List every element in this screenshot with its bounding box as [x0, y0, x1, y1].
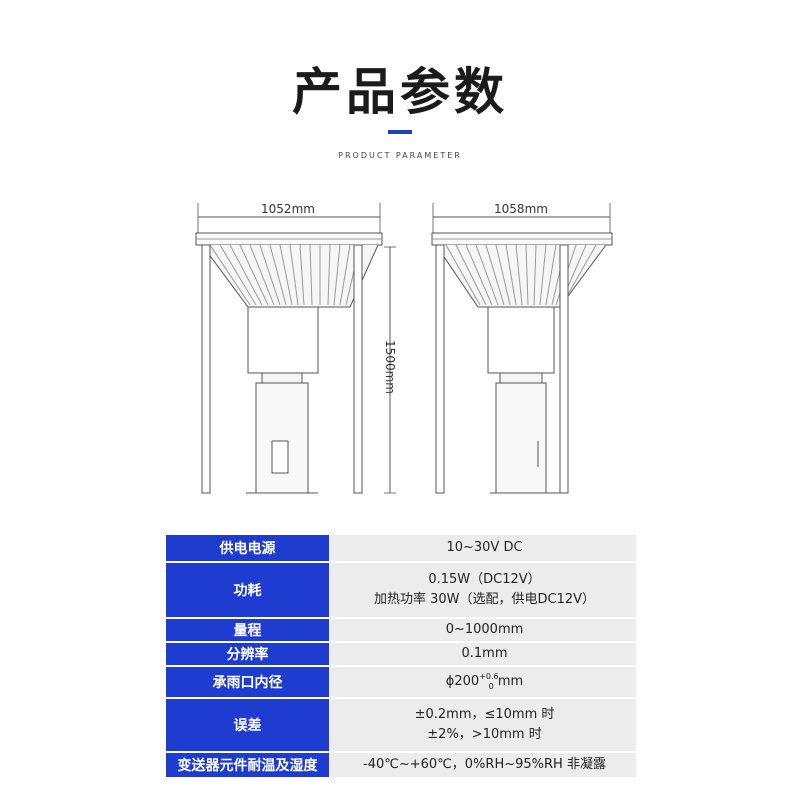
title-underline	[388, 130, 412, 134]
spec-value: ϕ200+0.60 mm	[329, 667, 636, 697]
spec-value-line: ±2%，>10mm 时	[427, 727, 542, 742]
spec-table: 供电电源 10~30V DC 功耗 0.15W（DC12V） 加热功率 30W（…	[166, 533, 636, 779]
spec-value-line: 加热功率 30W（选配，供电DC12V）	[373, 592, 596, 607]
tolerance-lower: 0	[488, 682, 494, 691]
spec-row: 量程 0~1000mm	[166, 619, 636, 641]
spec-label: 误差	[166, 699, 329, 751]
page-title: 产品参数	[292, 63, 508, 121]
spec-value: 0.15W（DC12V） 加热功率 30W（选配，供电DC12V）	[329, 563, 636, 617]
spec-row: 误差 ±0.2mm，≤10mm 时 ±2%，>10mm 时	[166, 699, 636, 751]
right-width-label: 1058mm	[494, 202, 548, 216]
spec-row: 分辨率 0.1mm	[166, 643, 636, 665]
height-label: 1500mm	[383, 340, 397, 394]
spec-row: 供电电源 10~30V DC	[166, 535, 636, 561]
tolerance-upper: +0.6	[479, 672, 499, 681]
spec-value: ±0.2mm，≤10mm 时 ±2%，>10mm 时	[329, 699, 636, 751]
spec-value: 0~1000mm	[329, 619, 636, 641]
left-view	[195, 203, 383, 494]
right-view	[431, 203, 613, 494]
page-subtitle: PRODUCT PARAMETER	[338, 151, 462, 160]
spec-row: 承雨口内径 ϕ200+0.60 mm	[166, 667, 636, 697]
spec-label: 分辨率	[166, 643, 329, 665]
left-width-label: 1052mm	[261, 202, 315, 216]
height-dimension	[384, 246, 396, 494]
spec-label: 承雨口内径	[166, 667, 329, 697]
spec-label: 变送器元件耐温及湿度	[166, 753, 329, 777]
spec-label: 功耗	[166, 563, 329, 617]
spec-row: 变送器元件耐温及湿度 -40℃~+60℃，0%RH~95%RH 非凝露	[166, 753, 636, 777]
spec-value: 0.1mm	[329, 643, 636, 665]
spec-value: 10~30V DC	[329, 535, 636, 561]
spec-value-line: 0.15W（DC12V）	[428, 572, 541, 587]
spec-value-line: ±0.2mm，≤10mm 时	[414, 707, 555, 722]
diameter-value: ϕ200	[445, 674, 480, 689]
spec-label: 供电电源	[166, 535, 329, 561]
diameter-unit: mm	[493, 674, 524, 689]
spec-value: -40℃~+60℃，0%RH~95%RH 非凝露	[329, 753, 636, 777]
product-dimension-diagram: 1052mm 1058mm 1500mm	[195, 202, 613, 494]
spec-label: 量程	[166, 619, 329, 641]
spec-row: 功耗 0.15W（DC12V） 加热功率 30W（选配，供电DC12V）	[166, 563, 636, 617]
